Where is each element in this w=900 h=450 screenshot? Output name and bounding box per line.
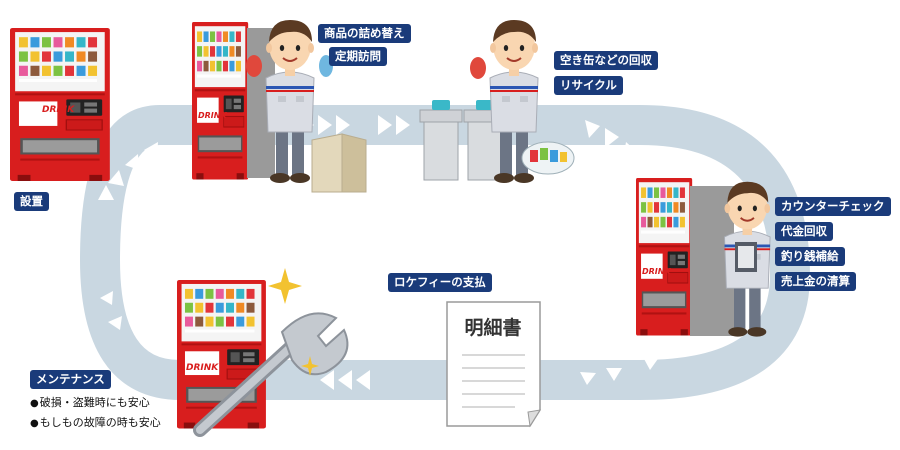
clipboard-icon — [735, 242, 757, 272]
label-maintenance: メンテナンス — [30, 370, 111, 389]
maintenance-note: ●もしもの故障の時も安心 — [30, 416, 161, 429]
label-install: 設置 — [14, 192, 49, 211]
label-restock: 商品の詰め替え — [318, 24, 411, 43]
maintenance-note-text: 破損・盗難時にも安心 — [39, 396, 150, 409]
wrench-icon — [193, 312, 349, 437]
label-counter-check: カウンターチェック — [775, 197, 891, 216]
label-can-collect: 空き缶などの回収 — [554, 51, 658, 70]
brand-logo-text: DRINK — [642, 267, 671, 276]
recycle-bag-icon — [521, 141, 575, 175]
label-location-fee: ロケフィーの支払 — [388, 273, 492, 292]
vending-machine-icon — [635, 177, 693, 337]
worker-icon — [470, 19, 539, 184]
brand-logo-text: DRINK — [42, 105, 75, 115]
label-recycle: リサイクル — [554, 76, 623, 95]
cycle-loop-track — [80, 105, 810, 400]
label-change-refill: 釣り銭補給 — [775, 247, 845, 266]
brand-logo-text: DRINK — [198, 111, 227, 120]
cycle-arrows — [98, 115, 705, 390]
receipt-document-icon: 明細書 — [446, 301, 542, 428]
trash-bin-icon — [419, 100, 507, 181]
label-sales-settle: 売上金の清算 — [775, 272, 856, 291]
maintenance-note-text: もしもの故障の時も安心 — [39, 416, 161, 429]
brand-logo-text: DRINK — [186, 363, 219, 373]
maintenance-note: ●破損・盗難時にも安心 — [30, 396, 150, 409]
document-title: 明細書 — [464, 316, 521, 339]
label-visit: 定期訪問 — [329, 47, 387, 66]
vending-machine-icon — [191, 21, 249, 181]
cardboard-box-icon — [311, 133, 367, 193]
sparkle-icon — [268, 268, 319, 376]
label-cash-collect: 代金回収 — [775, 222, 833, 241]
